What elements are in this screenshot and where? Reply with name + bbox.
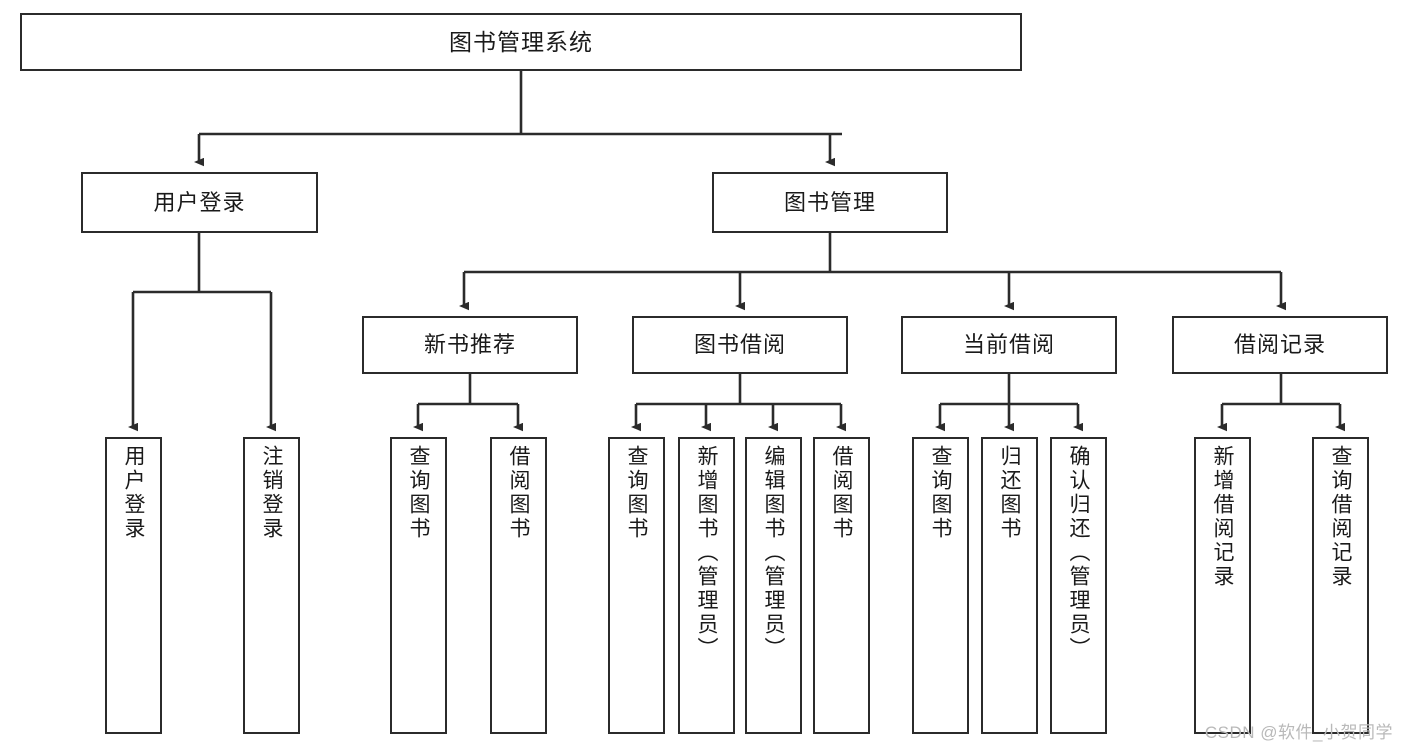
- leaf-rec-query-book-label: 查询图书: [407, 445, 430, 541]
- leaf-rec-query-book[interactable]: 查询图书: [390, 437, 447, 734]
- leaf-borrow-add-book-label: 新增图书（管理员）: [695, 445, 718, 661]
- leaf-borrow-edit-book-label: 编辑图书（管理员）: [762, 445, 785, 661]
- leaf-current-query-book-label: 查询图书: [929, 445, 952, 541]
- leaf-rec-borrow-book-label: 借阅图书: [507, 445, 530, 541]
- leaf-record-query[interactable]: 查询借阅记录: [1312, 437, 1369, 734]
- node-root-system-label: 图书管理系统: [449, 28, 593, 55]
- leaf-borrow-query-book-label: 查询图书: [625, 445, 648, 541]
- node-user-login-label: 用户登录: [153, 189, 246, 215]
- node-book-manage[interactable]: 图书管理: [712, 172, 948, 233]
- leaf-borrow-add-book[interactable]: 新增图书（管理员）: [678, 437, 735, 734]
- leaf-current-return-book[interactable]: 归还图书: [981, 437, 1038, 734]
- node-borrow-record-label: 借阅记录: [1233, 332, 1326, 358]
- node-new-book-recommend-label: 新书推荐: [423, 332, 516, 358]
- leaf-borrow-borrow-book-label: 借阅图书: [830, 445, 853, 541]
- leaf-user-login-do-label: 用户登录: [122, 445, 145, 541]
- leaf-rec-borrow-book[interactable]: 借阅图书: [490, 437, 547, 734]
- leaf-user-logout[interactable]: 注销登录: [243, 437, 300, 734]
- node-root-system[interactable]: 图书管理系统: [20, 13, 1022, 71]
- node-current-borrow-label: 当前借阅: [962, 332, 1055, 358]
- node-user-login[interactable]: 用户登录: [81, 172, 318, 233]
- leaf-borrow-borrow-book[interactable]: 借阅图书: [813, 437, 870, 734]
- leaf-borrow-query-book[interactable]: 查询图书: [608, 437, 665, 734]
- node-borrow-record[interactable]: 借阅记录: [1172, 316, 1388, 374]
- leaf-borrow-edit-book[interactable]: 编辑图书（管理员）: [745, 437, 802, 734]
- leaf-current-query-book[interactable]: 查询图书: [912, 437, 969, 734]
- leaf-record-query-label: 查询借阅记录: [1329, 445, 1352, 589]
- node-book-borrow[interactable]: 图书借阅: [632, 316, 848, 374]
- leaf-user-logout-label: 注销登录: [260, 445, 283, 541]
- node-current-borrow[interactable]: 当前借阅: [901, 316, 1117, 374]
- leaf-record-add[interactable]: 新增借阅记录: [1194, 437, 1251, 734]
- leaf-current-confirm-return[interactable]: 确认归还（管理员）: [1050, 437, 1107, 734]
- node-new-book-recommend[interactable]: 新书推荐: [362, 316, 578, 374]
- node-book-borrow-label: 图书借阅: [693, 332, 786, 358]
- leaf-record-add-label: 新增借阅记录: [1211, 445, 1234, 589]
- leaf-current-return-book-label: 归还图书: [998, 445, 1021, 541]
- csdn-watermark: CSDN @软件_小贺同学: [1204, 723, 1393, 742]
- leaf-current-confirm-return-label: 确认归还（管理员）: [1067, 445, 1090, 661]
- leaf-user-login-do[interactable]: 用户登录: [105, 437, 162, 734]
- node-book-manage-label: 图书管理: [783, 189, 876, 215]
